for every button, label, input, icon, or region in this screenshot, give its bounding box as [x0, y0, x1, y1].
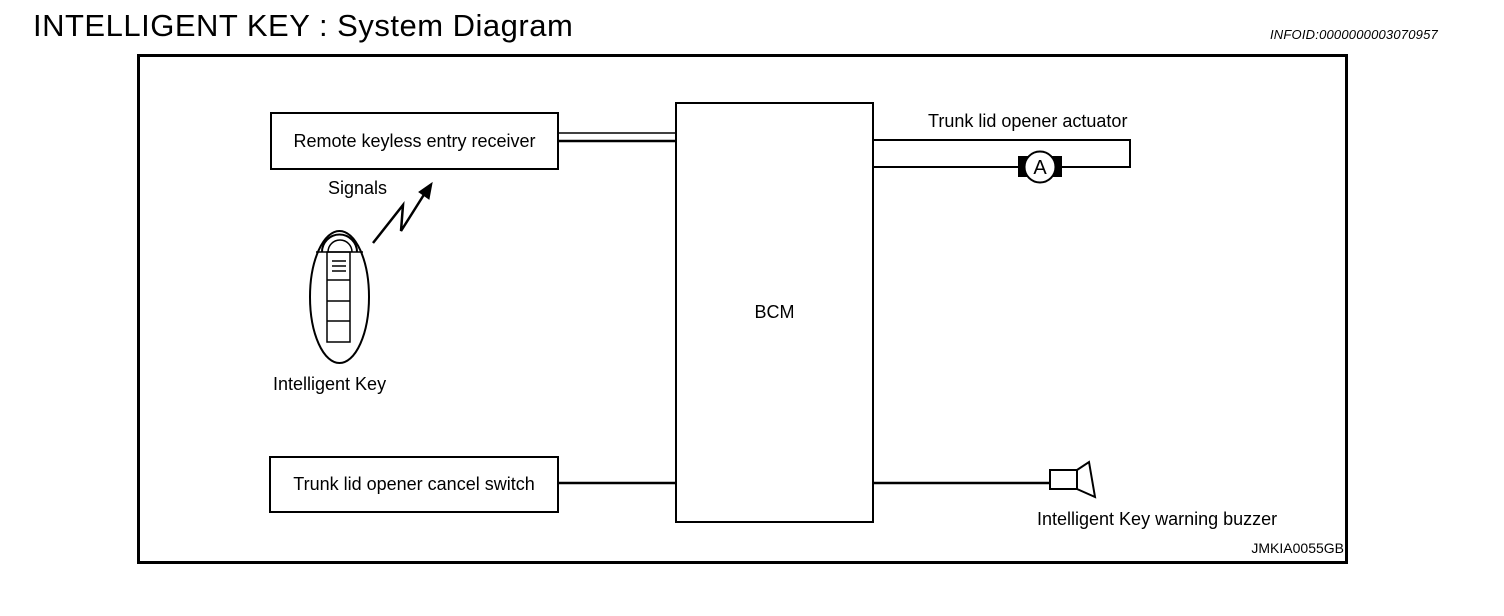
intelligent-key-label: Intelligent Key [273, 374, 387, 394]
page-title: INTELLIGENT KEY : System Diagram [33, 8, 574, 43]
node-remote-keyless-entry-receiver: Remote keyless entry receiver [270, 112, 559, 170]
buzzer-label: Intelligent Key warning buzzer [1037, 509, 1278, 529]
figure-id-label: JMKIA0055GB [1251, 540, 1344, 556]
node-label: Trunk lid opener cancel switch [293, 474, 535, 494]
node-label: BCM [754, 302, 795, 322]
infoid-label: INFOID:0000000003070957 [1270, 27, 1438, 42]
node-bcm: BCM [675, 102, 874, 523]
actuator-label: Trunk lid opener actuator [928, 111, 1128, 131]
node-label: Remote keyless entry receiver [293, 130, 536, 151]
node-trunk-lid-opener-cancel-switch: Trunk lid opener cancel switch [269, 456, 559, 513]
signals-label: Signals [328, 178, 388, 198]
